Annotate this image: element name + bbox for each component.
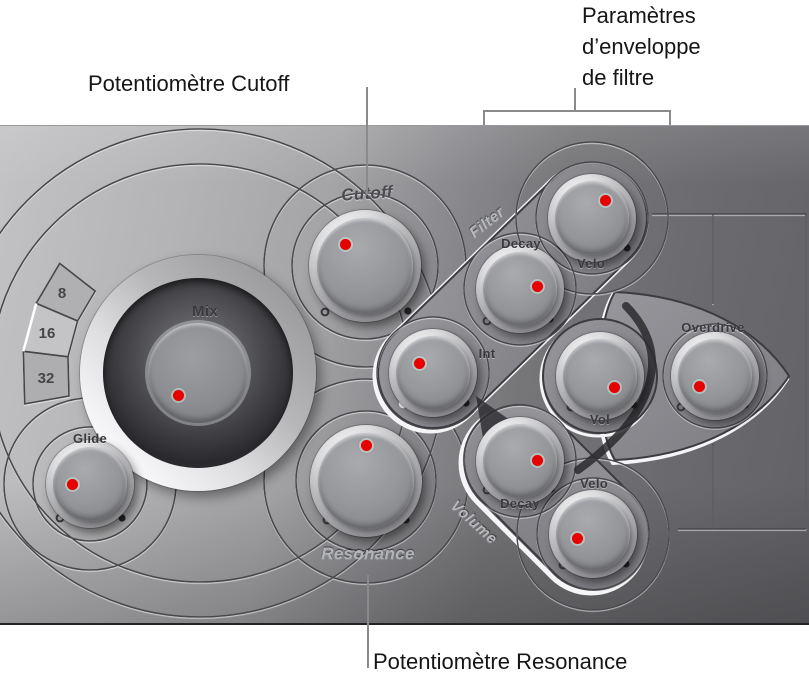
- resonance-knob-indicator: [360, 439, 372, 451]
- filter-velo-knob[interactable]: [548, 174, 636, 262]
- glide-knob-label: Glide: [72, 431, 108, 446]
- annotation-cutoff: Potentiomètre Cutoff: [88, 71, 290, 96]
- int-knob-cap: [396, 336, 470, 410]
- volume-decay-knob-label: Decay: [500, 496, 540, 511]
- arrow-dark-swoosh: [574, 302, 656, 474]
- glide-knob-cap: [53, 447, 127, 521]
- int-knob-label: Int: [478, 346, 496, 361]
- octave-8-label[interactable]: 8: [58, 285, 66, 302]
- vol-knob-indicator: [608, 381, 620, 393]
- vol-knob-label: Vol: [589, 412, 611, 427]
- octave-button-32[interactable]: [22, 350, 70, 405]
- filter-envelope-callout-stem: [574, 88, 576, 111]
- volume-decay-knob-cap: [483, 424, 557, 498]
- filter-velo-knob-label: Velo: [577, 256, 605, 271]
- overdrive-knob-cap: [678, 339, 752, 413]
- cutoff-knob-indicator: [339, 238, 351, 250]
- panel-seam-lines: [652, 213, 807, 530]
- mix-knob[interactable]: [80, 255, 316, 491]
- overdrive-knob[interactable]: [671, 332, 759, 420]
- int-knob-indicator: [413, 357, 425, 369]
- filter-velo-knob-cap: [555, 181, 629, 255]
- cutoff-knob[interactable]: [309, 210, 421, 322]
- glide-knob-indicator: [66, 478, 78, 490]
- resonance-callout-line: [367, 575, 369, 668]
- mix-knob-cap: [148, 323, 248, 423]
- filter-velo-knob-indicator: [599, 194, 611, 206]
- mix-knob-label: Mix: [192, 303, 218, 320]
- filter-envelope-bracket: [483, 110, 671, 125]
- knob-well-rings: [376, 141, 768, 611]
- vol-knob-cap: [563, 339, 637, 413]
- octave-labels: 8 16 32: [38, 285, 67, 387]
- filter-decay-knob[interactable]: [476, 245, 564, 333]
- resonance-knob-label: Resonance: [321, 544, 415, 563]
- octave-32-label[interactable]: 32: [38, 370, 55, 387]
- volume-velo-knob[interactable]: [549, 490, 637, 578]
- volume-velo-knob-indicator: [571, 532, 583, 544]
- octave-16-label[interactable]: 16: [39, 325, 56, 342]
- volume-decay-knob-indicator: [531, 454, 543, 466]
- annotation-filter-envelope: Paramètres d’enveloppe de filtre: [582, 3, 701, 90]
- vol-knob[interactable]: [556, 332, 644, 420]
- mix-knob-indicator: [172, 389, 184, 401]
- volume-decay-knob[interactable]: [476, 417, 564, 505]
- glide-knob[interactable]: [46, 440, 134, 528]
- synth-panel: 8 16 32: [0, 125, 809, 625]
- annotation-resonance: Potentiomètre Resonance: [373, 649, 628, 674]
- volume-velo-knob-label: Velo: [580, 476, 608, 491]
- octave-selector: [22, 262, 97, 405]
- filter-decay-knob-indicator: [531, 280, 543, 292]
- volume-velo-knob-cap: [556, 497, 630, 571]
- filter-decay-knob-cap: [483, 252, 557, 326]
- int-knob[interactable]: [389, 329, 477, 417]
- resonance-knob[interactable]: [310, 425, 422, 537]
- cutoff-knob-cap: [317, 218, 413, 314]
- cutoff-callout-line: [366, 87, 368, 195]
- filter-decay-knob-label: Decay: [501, 236, 541, 251]
- overdrive-knob-indicator: [693, 380, 705, 392]
- overdrive-knob-label: Overdrive: [681, 320, 745, 335]
